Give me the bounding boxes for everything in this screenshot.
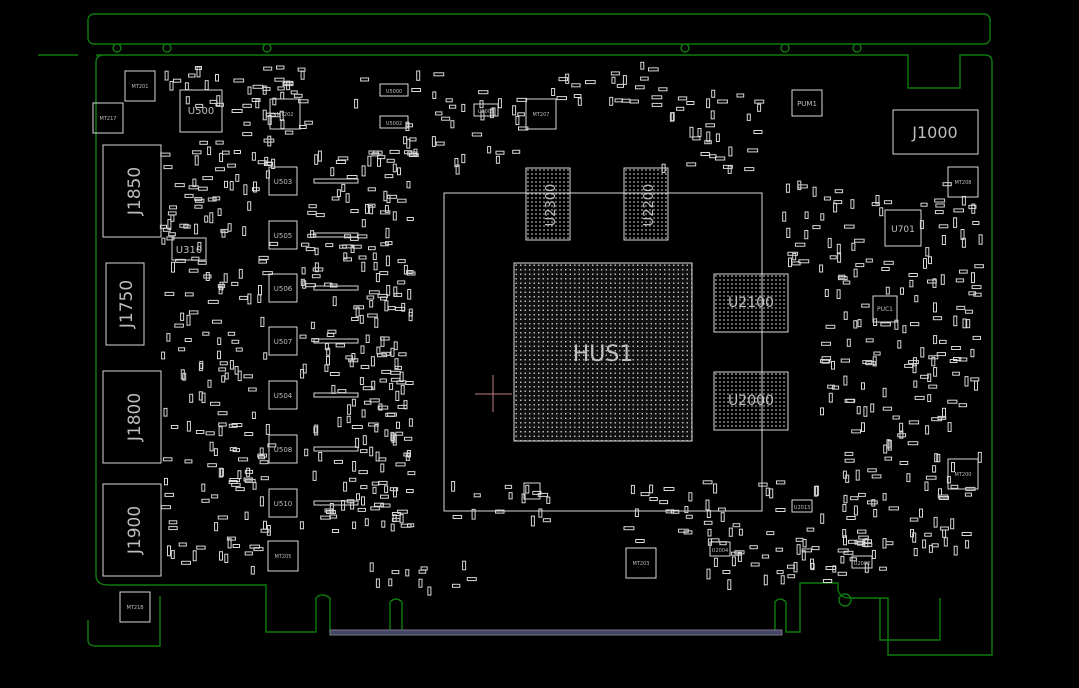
small-label-u2004: U2004: [712, 548, 728, 554]
small-label-u5002: U5002: [386, 121, 402, 127]
small-label-u5000: U5000: [386, 89, 402, 95]
memory-label-u2000: U2000: [728, 393, 774, 409]
memory-label-u2100: U2100: [728, 295, 774, 311]
bga-balls: [527, 169, 569, 239]
gpu-label: HUS1: [573, 342, 634, 367]
ic-label-u500: U500: [188, 106, 214, 117]
mount-label: MT217: [100, 116, 117, 122]
pcie-edge-contacts: [329, 629, 783, 636]
bga-balls: [515, 264, 693, 442]
mount-label: MT205: [275, 554, 292, 560]
bga-balls: [715, 373, 785, 427]
vrm-label: U510: [274, 500, 292, 508]
connector-label-j1800: J1800: [125, 393, 145, 442]
mount-label: MT218: [127, 605, 144, 611]
small-label-u2013: U2013: [794, 505, 810, 511]
mount-label: MT207: [533, 112, 550, 118]
passive-components: [159, 61, 984, 596]
connector-label-j1900: J1900: [125, 506, 145, 555]
board-outline: [38, 13, 993, 656]
connectors: J1850 J1750 J1800 J1900 J1000: [102, 109, 979, 577]
vrm-label: U508: [274, 446, 292, 454]
mount-label: MT203: [633, 561, 650, 567]
ic-label-puc1: PUC1: [877, 306, 893, 313]
mount-label: MT208: [955, 180, 972, 186]
bga-balls: [625, 169, 667, 239]
vrm-label: U507: [274, 338, 292, 346]
ic-label-pum1: PUM1: [797, 100, 817, 108]
vrm-label: U506: [274, 285, 293, 293]
ic-label-u701: U701: [891, 225, 915, 235]
ic-label-u310: U310: [176, 245, 202, 256]
gpu-package: HUS1: [443, 192, 763, 512]
connector-label-j1850: J1850: [125, 167, 145, 216]
vrm-label: U503: [274, 178, 292, 186]
vrm-label: U504: [274, 392, 293, 400]
mount-label: MT200: [955, 472, 972, 478]
small-label-u2002: U2002: [854, 561, 870, 567]
small-label-u2003: U2003: [478, 109, 494, 115]
bga-balls: [715, 275, 785, 329]
mount-label: MT201: [132, 84, 149, 90]
connector-label-j1750: J1750: [117, 280, 137, 329]
integrated-circuits: U500 U310 U701 PUM1 PUC1: [171, 89, 922, 323]
vrm-label: U505: [274, 232, 292, 240]
connector-label-j1000: J1000: [911, 123, 957, 142]
mount-label: MT202: [277, 112, 294, 118]
